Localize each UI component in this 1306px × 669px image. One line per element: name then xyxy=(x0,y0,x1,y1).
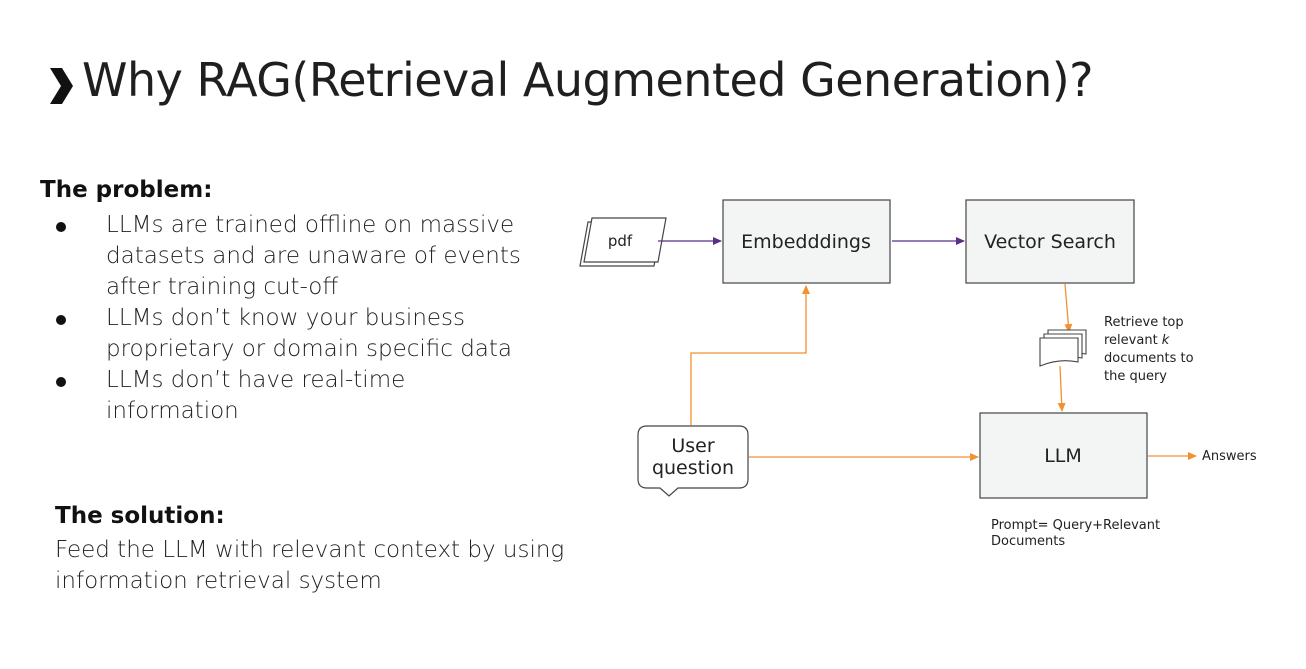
retrieve-text-k: k xyxy=(1162,333,1170,348)
problem-bullet-text: LLMs are trained offline on massive data… xyxy=(106,212,521,300)
arrow-user-question-to-embeddings xyxy=(690,285,810,425)
retrieve-text-relevant: relevant xyxy=(1104,333,1162,348)
slide-title-text: Why RAG(Retrieval Augmented Generation)? xyxy=(82,53,1094,107)
problem-heading: The problem: xyxy=(40,177,213,203)
vector-search-box xyxy=(965,199,1135,284)
bullet-dot-icon xyxy=(56,222,66,232)
embeddings-label: Embedddings xyxy=(741,231,871,253)
embeddings-box xyxy=(722,199,891,284)
bullet-dot-icon xyxy=(56,377,66,387)
llm-box xyxy=(979,412,1148,499)
retrieve-text-line4: the query xyxy=(1104,369,1167,384)
problem-bullet: LLMs don’t know your business proprietar… xyxy=(56,303,536,365)
vector-search-label: Vector Search xyxy=(984,231,1116,253)
problem-bullet-list: LLMs are trained offline on massive data… xyxy=(56,210,536,427)
prompt-note-line2: Documents xyxy=(991,534,1065,549)
pdf-label: pdf xyxy=(608,232,633,250)
arrow-vector-search-to-documents xyxy=(1064,283,1073,333)
solution-heading: The solution: xyxy=(55,503,225,529)
user-question-line2: question xyxy=(652,457,734,479)
user-question-line1: User xyxy=(671,435,714,457)
bullet-dot-icon xyxy=(56,315,66,325)
retrieve-text-line3: documents to xyxy=(1104,351,1194,366)
problem-bullet: LLMs are trained offline on massive data… xyxy=(56,210,536,303)
documents-stack-icon xyxy=(1039,329,1087,367)
problem-bullet-text: LLMs don’t have real-time information xyxy=(106,367,406,424)
llm-label: LLM xyxy=(1044,445,1082,467)
problem-bullet: LLMs don’t have real-time information xyxy=(56,365,536,427)
slide-title: Why RAG(Retrieval Augmented Generation)? xyxy=(48,50,1094,110)
arrow-documents-to-llm xyxy=(1057,365,1066,412)
chevron-right-icon xyxy=(50,68,73,104)
retrieve-text-line1: Retrieve top xyxy=(1104,315,1184,330)
user-question-bubble: User question xyxy=(637,425,749,497)
answers-label: Answers xyxy=(1202,449,1257,464)
solution-text: Feed the LLM with relevant context by us… xyxy=(55,537,565,594)
pdf-document-shape: pdf xyxy=(579,217,667,267)
prompt-note-line1: Prompt= Query+Relevant xyxy=(991,518,1160,533)
problem-bullet-text: LLMs don’t know your business proprietar… xyxy=(106,305,513,362)
retrieve-text-line2: relevant k xyxy=(1104,333,1170,348)
